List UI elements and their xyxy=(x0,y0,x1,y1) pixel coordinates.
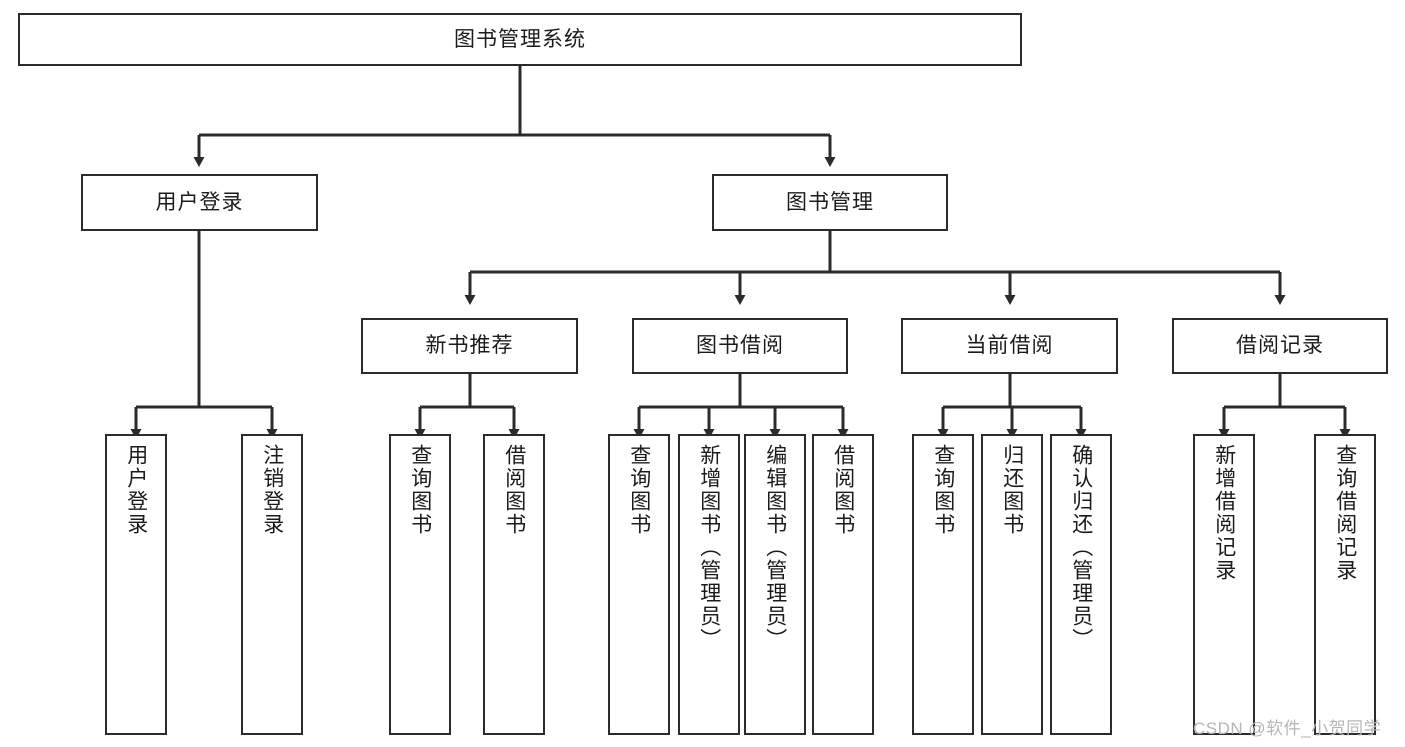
node-leaf-new-book-query-label: 查询图书 xyxy=(408,444,432,536)
node-book-borrow[interactable]: 图书借阅 xyxy=(632,318,848,374)
node-leaf-current-query-book-label: 查询图书 xyxy=(931,444,955,536)
node-leaf-borrow-book[interactable]: 借阅图书 xyxy=(812,434,874,735)
node-leaf-add-borrow-record-label: 新增借阅记录 xyxy=(1212,444,1236,582)
node-leaf-borrow-query-book[interactable]: 查询图书 xyxy=(608,434,670,735)
node-leaf-new-book-borrow-label: 借阅图书 xyxy=(502,444,526,536)
node-user-login[interactable]: 用户登录 xyxy=(81,174,318,231)
node-leaf-add-book-admin[interactable]: 新增图书（管理员） xyxy=(678,434,740,735)
node-user-login-label: 用户登录 xyxy=(155,190,244,214)
node-root-label: 图书管理系统 xyxy=(454,27,586,51)
node-leaf-new-book-borrow[interactable]: 借阅图书 xyxy=(483,434,545,735)
node-leaf-return-book[interactable]: 归还图书 xyxy=(981,434,1043,735)
node-leaf-borrow-query-book-label: 查询图书 xyxy=(627,444,651,536)
node-leaf-confirm-return-admin-label: 确认归还（管理员） xyxy=(1069,444,1093,651)
node-leaf-edit-book-admin-label: 编辑图书（管理员） xyxy=(763,444,787,651)
node-borrow-record[interactable]: 借阅记录 xyxy=(1172,318,1388,374)
node-leaf-new-book-query[interactable]: 查询图书 xyxy=(389,434,451,735)
node-borrow-record-label: 借阅记录 xyxy=(1236,334,1324,358)
node-leaf-logout[interactable]: 注销登录 xyxy=(241,434,303,735)
node-book-borrow-label: 图书借阅 xyxy=(696,334,784,358)
node-leaf-return-book-label: 归还图书 xyxy=(1000,444,1024,536)
node-leaf-user-login[interactable]: 用户登录 xyxy=(105,434,167,735)
node-leaf-confirm-return-admin[interactable]: 确认归还（管理员） xyxy=(1050,434,1112,735)
node-leaf-user-login-label: 用户登录 xyxy=(124,444,148,536)
node-new-book-recommend-label: 新书推荐 xyxy=(425,334,514,358)
node-leaf-current-query-book[interactable]: 查询图书 xyxy=(912,434,974,735)
node-current-borrow-label: 当前借阅 xyxy=(965,334,1054,358)
node-leaf-edit-book-admin[interactable]: 编辑图书（管理员） xyxy=(744,434,806,735)
node-leaf-borrow-book-label: 借阅图书 xyxy=(831,444,855,536)
node-leaf-add-book-admin-label: 新增图书（管理员） xyxy=(697,444,721,651)
node-book-management[interactable]: 图书管理 xyxy=(712,174,948,231)
node-root-book-management-system[interactable]: 图书管理系统 xyxy=(18,13,1022,66)
node-leaf-query-borrow-record-label: 查询借阅记录 xyxy=(1333,444,1357,582)
node-leaf-add-borrow-record[interactable]: 新增借阅记录 xyxy=(1193,434,1255,735)
node-book-management-label: 图书管理 xyxy=(786,190,874,214)
node-current-borrow[interactable]: 当前借阅 xyxy=(901,318,1118,374)
node-leaf-query-borrow-record[interactable]: 查询借阅记录 xyxy=(1314,434,1376,735)
node-new-book-recommend[interactable]: 新书推荐 xyxy=(361,318,578,374)
node-leaf-logout-label: 注销登录 xyxy=(260,444,284,536)
